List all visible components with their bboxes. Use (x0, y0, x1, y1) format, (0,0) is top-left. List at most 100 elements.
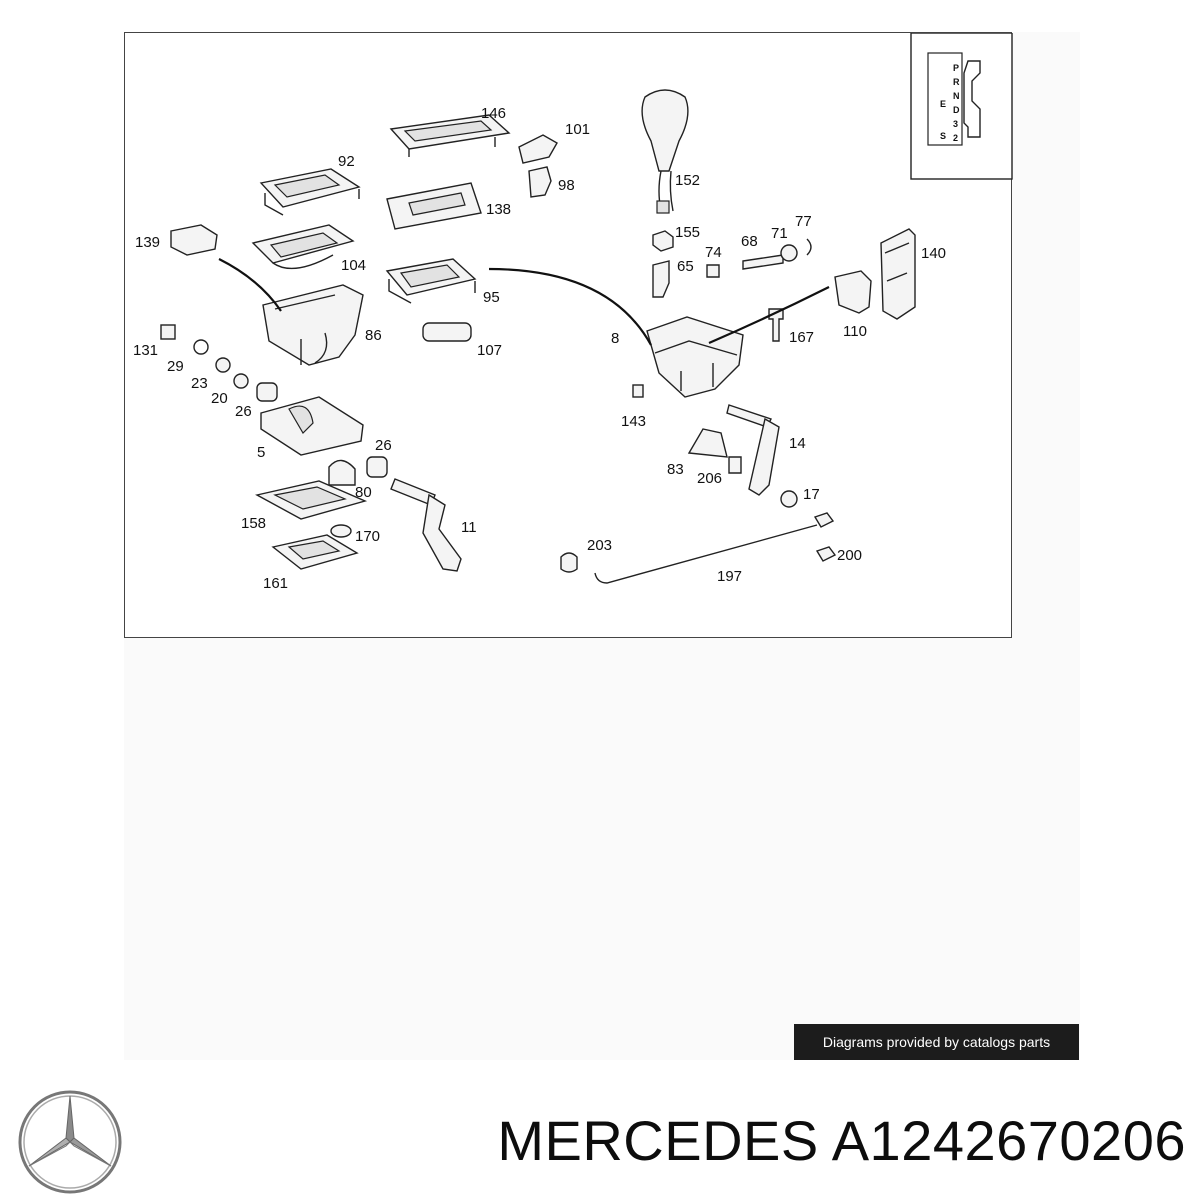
part-197-cable (594, 524, 818, 584)
part-11-lever (390, 478, 462, 572)
part-167 (768, 308, 784, 342)
label-23: 23 (191, 375, 208, 392)
label-107: 107 (477, 342, 502, 359)
part-26a (256, 382, 278, 402)
gate-letter-e: E (940, 99, 946, 109)
part-14-lever (726, 404, 780, 496)
part-8-bracket (646, 316, 744, 398)
gate-letter-3: 3 (953, 119, 958, 129)
label-203: 203 (587, 537, 612, 554)
gate-letter-2: 2 (953, 133, 958, 143)
part-98 (528, 166, 552, 198)
label-68: 68 (741, 233, 758, 250)
part-92-cover (259, 168, 361, 216)
label-83: 83 (667, 461, 684, 478)
label-152: 152 (675, 172, 700, 189)
label-26a: 26 (235, 403, 252, 420)
part-83 (687, 428, 728, 458)
label-197: 197 (717, 568, 742, 585)
part-155 (652, 230, 674, 252)
label-131: 131 (133, 342, 158, 359)
label-206: 206 (697, 470, 722, 487)
gate-letter-r: R (953, 77, 960, 87)
part-95-frame (385, 258, 477, 304)
part-101 (518, 134, 558, 164)
part-139 (170, 224, 218, 256)
label-146: 146 (481, 105, 506, 122)
part-107 (422, 322, 472, 342)
label-143: 143 (621, 413, 646, 430)
label-140: 140 (921, 245, 946, 262)
part-138-insert (386, 182, 482, 230)
label-98: 98 (558, 177, 575, 194)
label-80: 80 (355, 484, 372, 501)
label-92: 92 (338, 153, 355, 170)
label-101: 101 (565, 121, 590, 138)
label-110: 110 (843, 323, 867, 340)
part-26b (366, 456, 388, 478)
label-74: 74 (705, 244, 722, 261)
part-80 (328, 459, 356, 486)
arrow-139-to-86 (218, 258, 282, 312)
label-155: 155 (675, 224, 700, 241)
part-146-trim-frame (389, 114, 511, 157)
label-138: 138 (486, 201, 511, 218)
label-86: 86 (365, 327, 382, 344)
gate-letter-n: N (953, 91, 960, 101)
label-8: 8 (611, 330, 619, 347)
label-5: 5 (257, 444, 265, 461)
parts-diagram: P R N D 3 2 E S (124, 32, 1013, 638)
gate-letter-d: D (953, 105, 960, 115)
part-71 (780, 244, 798, 262)
part-158-gasket (255, 480, 368, 520)
label-20: 20 (211, 390, 228, 407)
label-104: 104 (341, 257, 366, 274)
arrow-95-to-8 (488, 267, 652, 346)
label-139: 139 (135, 234, 160, 251)
gate-letter-p: P (953, 63, 959, 73)
exploded-view-drawing: P R N D 3 2 E S (133, 33, 1013, 592)
label-200: 200 (837, 547, 862, 564)
label-11: 11 (461, 519, 477, 536)
label-71: 71 (771, 225, 788, 242)
label-77: 77 (795, 213, 812, 230)
part-206 (728, 456, 742, 474)
label-29: 29 (167, 358, 184, 375)
part-65 (652, 260, 670, 298)
part-131 (160, 324, 176, 340)
part-77 (806, 238, 812, 256)
part-86-housing (262, 284, 364, 366)
part-74 (706, 264, 720, 278)
part-29 (193, 339, 209, 355)
part-152-shift-knob (641, 89, 689, 214)
part-104-bezel (251, 224, 355, 270)
part-203 (560, 552, 578, 573)
label-14: 14 (789, 435, 806, 452)
label-170: 170 (355, 528, 380, 545)
part-161-plate (271, 534, 359, 570)
part-170 (330, 524, 352, 538)
mercedes-star-logo-icon (18, 1090, 122, 1194)
label-26b: 26 (375, 437, 392, 454)
part-17 (780, 490, 798, 508)
part-68 (742, 254, 784, 270)
part-143 (632, 384, 644, 398)
label-161: 161 (263, 575, 288, 592)
part-110 (834, 270, 872, 314)
part-200 (815, 546, 837, 562)
label-17: 17 (803, 486, 820, 503)
gate-letter-s: S (940, 131, 946, 141)
part-title: MERCEDES A1242670206 (497, 1109, 1186, 1172)
label-167: 167 (789, 329, 814, 346)
cable-end (813, 512, 835, 528)
shift-gate-inset: P R N D 3 2 E S (910, 33, 1013, 180)
part-20 (233, 373, 249, 389)
diagram-credit-badge: Diagrams provided by catalogs parts (794, 1024, 1079, 1060)
part-140-switch (880, 228, 916, 320)
arrow-110-to-8 (708, 286, 830, 345)
label-158: 158 (241, 515, 266, 532)
label-95: 95 (483, 289, 500, 306)
part-5-base (260, 396, 364, 456)
label-65: 65 (677, 258, 694, 275)
part-23 (215, 357, 231, 373)
